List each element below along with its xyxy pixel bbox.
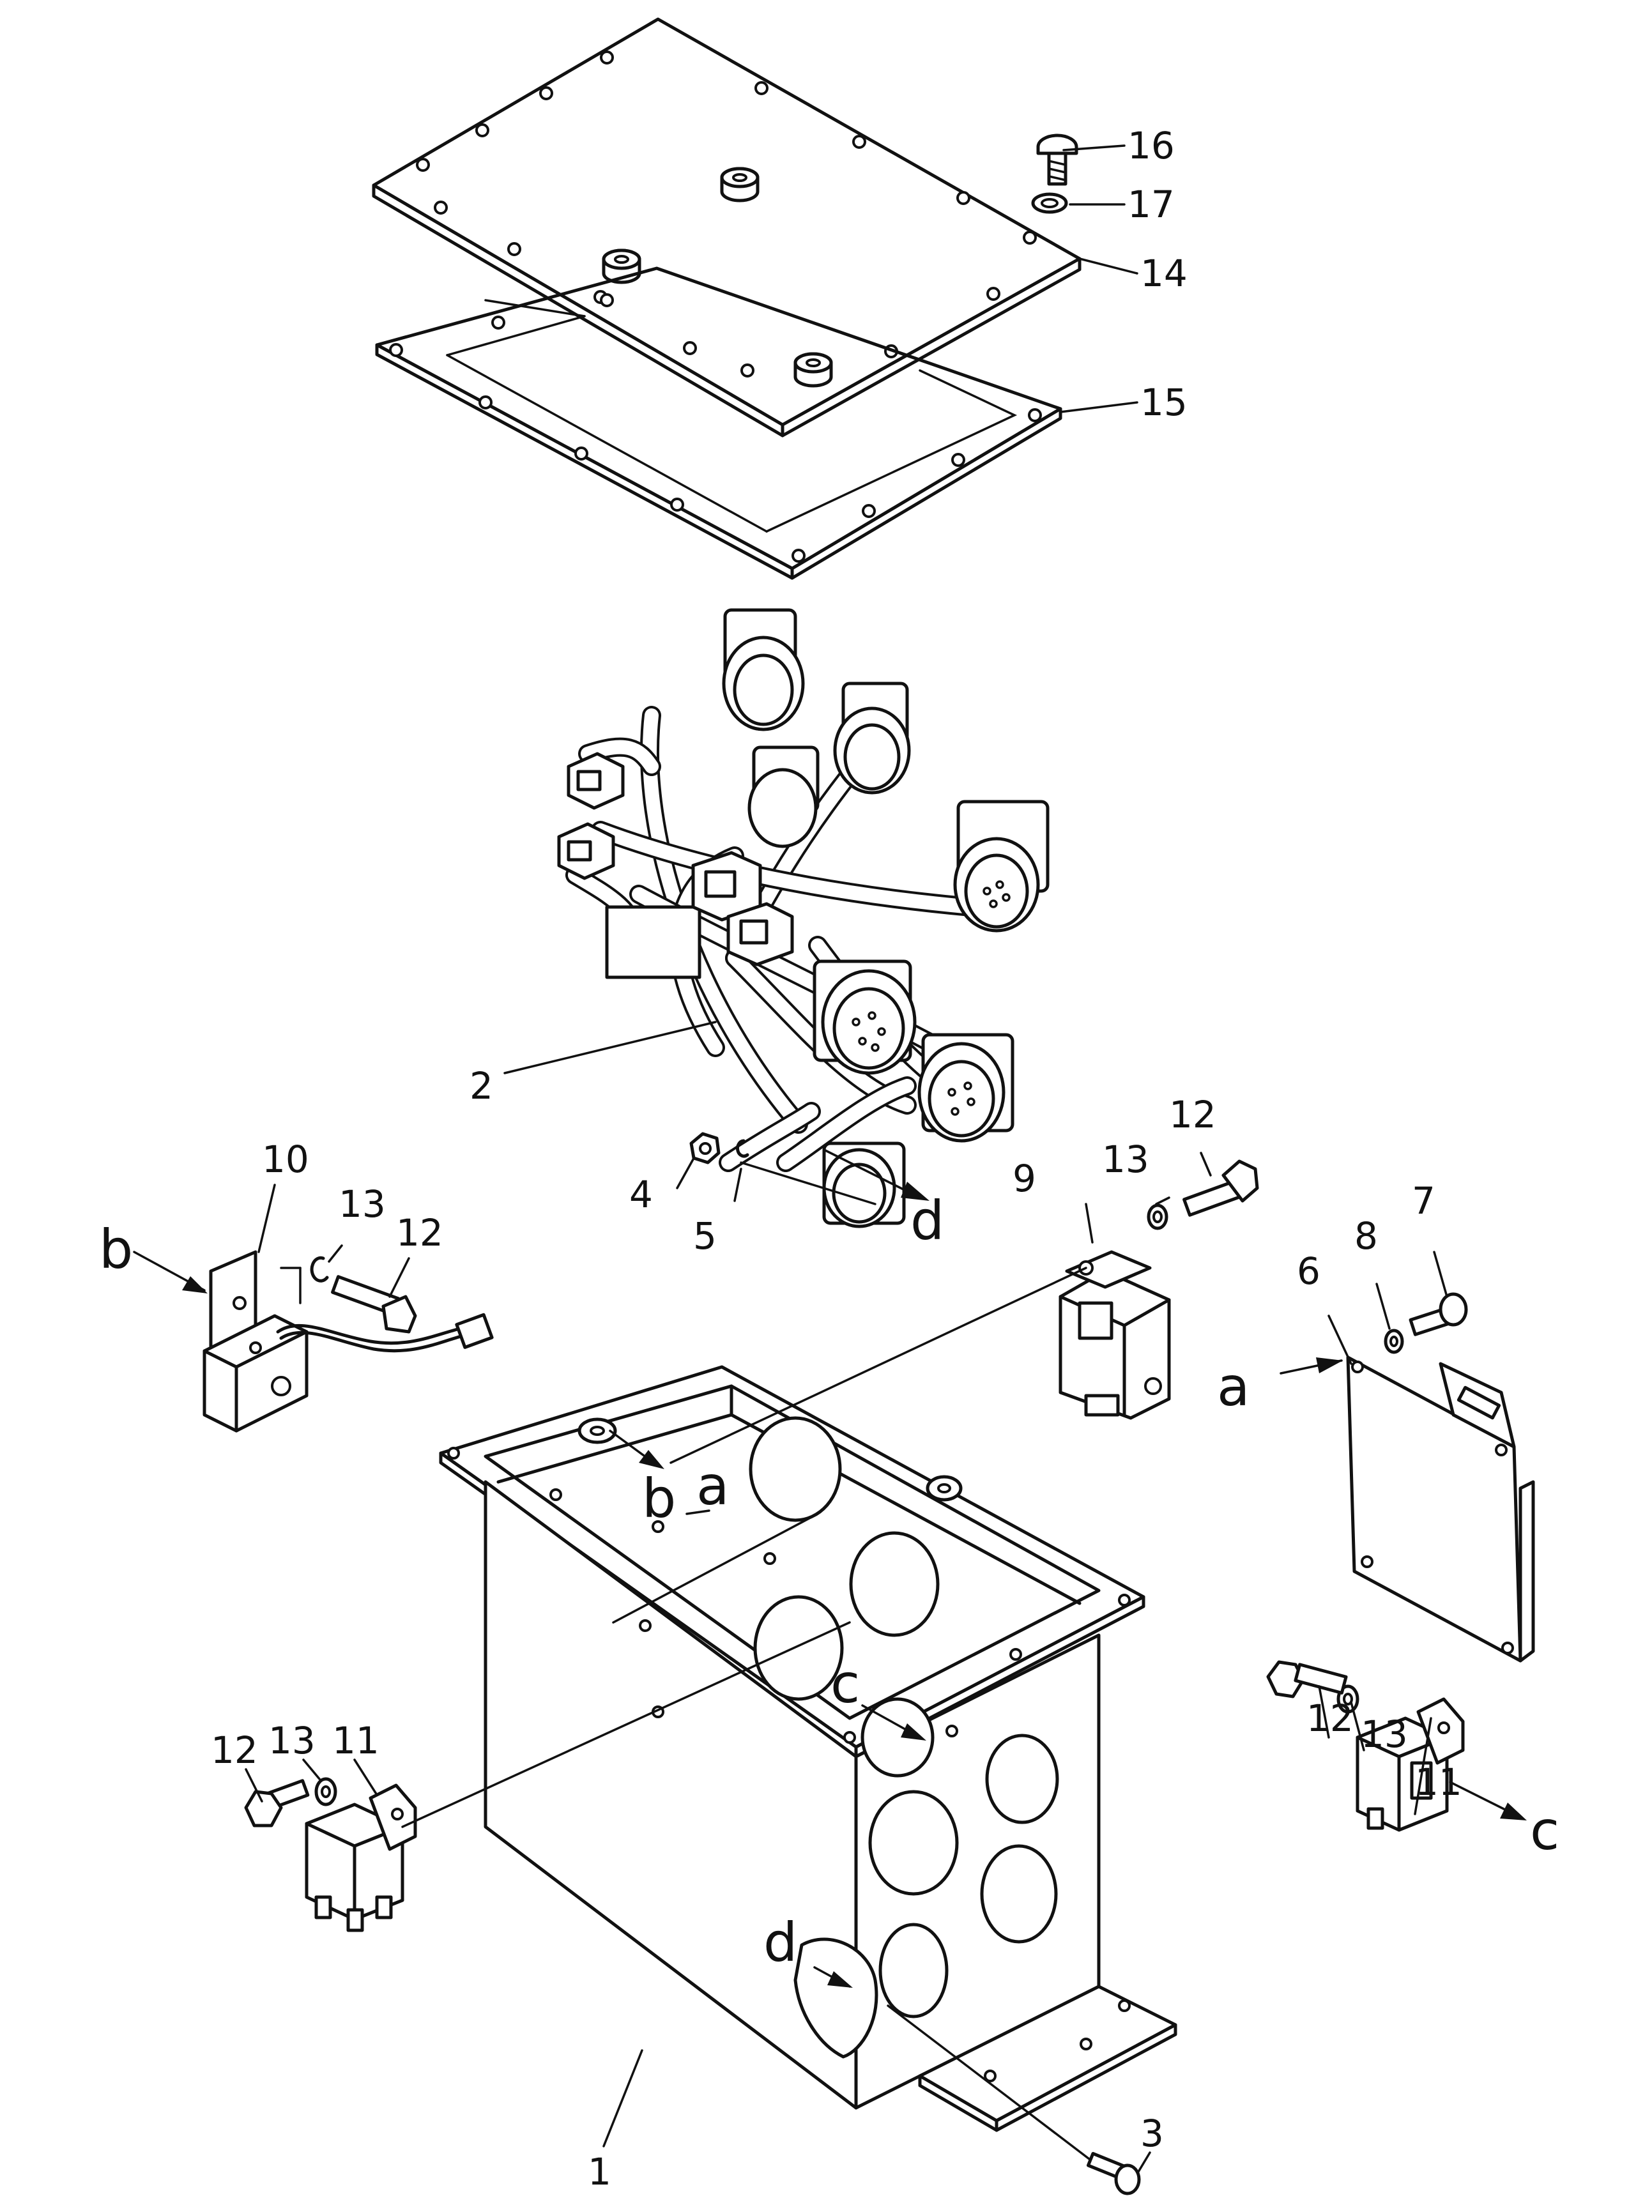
- round-connector: [822, 1141, 906, 1228]
- arrow-c-box: [861, 1704, 926, 1741]
- cover-standoff: [793, 352, 833, 388]
- box-wall-opening: [849, 1531, 940, 1637]
- round-connector: [917, 1033, 1014, 1143]
- box-connector: [557, 822, 615, 880]
- letter-a-box: a: [696, 1454, 729, 1517]
- label-1: 1: [588, 2150, 611, 2193]
- label-14: 14: [1140, 252, 1188, 295]
- box-wall-opening: [860, 1697, 935, 1778]
- label-15: 15: [1140, 381, 1188, 424]
- letter-c-box: c: [830, 1652, 860, 1715]
- label-11-right: 11: [1415, 1760, 1462, 1804]
- round-connector: [813, 959, 917, 1075]
- leader-lines: [245, 144, 1448, 2173]
- washer-13-left: [314, 1777, 337, 1806]
- washer-17: [1031, 192, 1068, 214]
- box-wall-opening: [868, 1790, 959, 1896]
- label-10: 10: [262, 1138, 309, 1181]
- washer-5: [736, 1139, 749, 1158]
- letter-b-relay: b: [99, 1218, 133, 1281]
- bolt-12-relay9: [1182, 1159, 1259, 1217]
- letter-a-board: a: [1217, 1355, 1250, 1418]
- label-12-right: 12: [1306, 1697, 1354, 1740]
- cover-plate: [372, 17, 1082, 438]
- arrow-d-harness: [823, 1148, 929, 1201]
- screw-16: [1036, 133, 1078, 186]
- relay-11-left: [305, 1783, 417, 1932]
- arrow-a-board: [1280, 1357, 1343, 1375]
- label-5: 5: [693, 1214, 717, 1258]
- washer-13-relay9: [1147, 1203, 1168, 1230]
- screw-3: [1086, 2151, 1141, 2195]
- arrow-b-box: [609, 1430, 664, 1469]
- box-wall-opening: [985, 1734, 1059, 1824]
- label-12-relay10: 12: [396, 1211, 443, 1255]
- control-board-6: [1346, 1355, 1535, 1663]
- label-8: 8: [1354, 1214, 1378, 1258]
- label-16: 16: [1128, 124, 1175, 167]
- cover-standoff: [720, 167, 760, 202]
- bolt-7: [1409, 1292, 1468, 1336]
- label-3: 3: [1140, 2112, 1164, 2155]
- box-standoff: [926, 1475, 963, 1502]
- letter-c-relay: c: [1530, 1799, 1559, 1862]
- label-2: 2: [470, 1064, 493, 1108]
- label-17: 17: [1128, 183, 1175, 226]
- arrow-a-box: [685, 1509, 710, 1515]
- box-connector: [726, 902, 794, 966]
- round-connector: [953, 800, 1050, 933]
- letter-b-box: b: [642, 1467, 676, 1530]
- washer-8: [1384, 1329, 1404, 1354]
- box-wall-opening: [980, 1844, 1058, 1944]
- label-13-relay9: 13: [1102, 1138, 1149, 1181]
- label-13-left: 13: [268, 1719, 316, 1762]
- box-connector: [567, 752, 625, 810]
- arrow-b-relay: [133, 1251, 208, 1293]
- bolt-12-left: [244, 1779, 310, 1827]
- gasket: [375, 266, 1062, 580]
- bolt-12-relay10: [331, 1275, 417, 1334]
- label-13-right: 13: [1361, 1712, 1408, 1756]
- box-wall-opening: [749, 1416, 842, 1522]
- relay-11-right: [1356, 1697, 1465, 1832]
- letter-d-box: d: [763, 1911, 797, 1974]
- relay-10: [203, 1250, 494, 1433]
- box-connector: [605, 905, 701, 979]
- arrow-c-relay: [1449, 1781, 1527, 1820]
- label-12-left: 12: [211, 1728, 258, 1772]
- box-wall-opening: [878, 1923, 949, 2018]
- label-11-left: 11: [332, 1719, 379, 1762]
- box-standoff: [577, 1417, 617, 1444]
- label-4: 4: [629, 1173, 653, 1216]
- round-connector: [722, 608, 805, 731]
- label-6: 6: [1297, 1249, 1320, 1293]
- label-12-relay9: 12: [1169, 1093, 1216, 1136]
- bolt-12-right: [1266, 1660, 1348, 1698]
- label-13-relay10: 13: [339, 1182, 386, 1226]
- part-labels: 16 17 14 15 2 4 5 9 13 12 7 8 6 10 13 12…: [211, 124, 1462, 2193]
- control-box: [439, 1365, 1177, 2132]
- round-connector: [833, 682, 911, 795]
- box-wall-opening: [753, 1595, 844, 1701]
- round-connector: [747, 745, 820, 848]
- relay-9: [1059, 1250, 1171, 1420]
- label-9: 9: [1013, 1157, 1036, 1200]
- view-letters: b d a b a c c d: [99, 1189, 1559, 1974]
- letter-d-harness: d: [910, 1189, 944, 1252]
- label-7: 7: [1412, 1179, 1435, 1223]
- arrow-d-box: [813, 1966, 853, 1988]
- nut-4: [689, 1132, 721, 1164]
- washer-13-relay10: [310, 1256, 329, 1283]
